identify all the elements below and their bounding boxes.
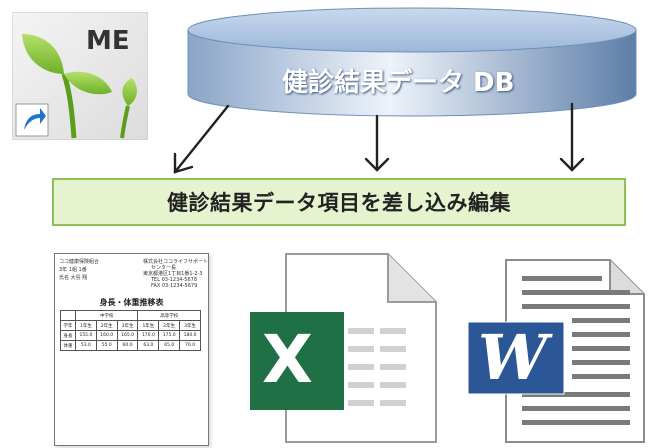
table-cell: 身長	[60, 330, 76, 341]
word-file-icon: W	[466, 258, 646, 444]
doc-header-right-3: 東京都港区1丁目1番1-2-3	[143, 271, 203, 277]
database-label: 健診結果データ DB	[282, 68, 515, 98]
table-cell: 165.0	[116, 330, 139, 341]
table-group-label: 高等学校	[137, 310, 201, 321]
table-cell: 175.0	[158, 330, 181, 341]
table-header: 2年生	[158, 320, 181, 331]
database-cylinder: 健診結果データ DB	[186, 6, 638, 118]
table-header: 2年生	[95, 320, 118, 331]
report-document: ココ健康保険組合 3年 1組 1番 氏名 大島 翔 株式会社ココライフサポート …	[54, 253, 209, 446]
table-cell: 体重	[60, 340, 76, 351]
doc-title: 身長・体重推移表	[99, 298, 164, 307]
excel-letter: X	[262, 321, 313, 398]
table-cell: 53.0	[74, 340, 97, 351]
arrow-center	[364, 114, 390, 172]
word-letter: W	[478, 321, 548, 394]
table-cell: 63.0	[137, 340, 160, 351]
table-row: 身長 155.0 160.0 165.0 170.0 175.0 180.0	[60, 330, 201, 341]
table-cell: 180.0	[179, 330, 201, 341]
doc-header-left-1: ココ健康保険組合	[59, 259, 100, 265]
doc-header-left-3: 氏名 大島 翔	[59, 275, 88, 281]
me-app-icon[interactable]: ME	[11, 11, 149, 141]
table-header: 1年生	[74, 320, 97, 331]
table-row: 体重 53.0 55.0 60.0 63.0 65.0 70.0	[60, 340, 201, 351]
growth-table: 中学校 高等学校 学年 1年生 2年生 3年生 1年生 2年生 3年生 身長 1…	[60, 310, 201, 351]
table-cell: 65.0	[158, 340, 181, 351]
table-header: 学年	[60, 320, 76, 331]
doc-header-right-5: FAX 03-1234-5679	[151, 283, 198, 289]
sprout-icon	[11, 11, 149, 141]
table-cell: 155.0	[74, 330, 97, 341]
mail-merge-banner: 健診結果データ項目を差し込み編集	[52, 178, 626, 226]
app-icon-label: ME	[86, 26, 130, 56]
banner-label: 健診結果データ項目を差し込み編集	[167, 191, 511, 215]
table-cell: 160.0	[95, 330, 118, 341]
excel-file-icon: X	[248, 252, 438, 444]
doc-header-left-2: 3年 1組 1番	[59, 267, 87, 273]
table-cell: 55.0	[95, 340, 118, 351]
table-header: 1年生	[137, 320, 160, 331]
table-group-label: 中学校	[74, 310, 139, 321]
table-cell: 170.0	[137, 330, 160, 341]
doc-header-right-1: 株式会社ココライフサポート	[143, 259, 209, 265]
table-cell: 60.0	[116, 340, 139, 351]
doc-header-right-4: TEL 03-1234-5678	[151, 277, 198, 283]
table-header: 3年生	[116, 320, 139, 331]
table-header: 3年生	[179, 320, 201, 331]
table-cell: 70.0	[179, 340, 201, 351]
doc-header-right-2: センター長	[151, 265, 177, 271]
